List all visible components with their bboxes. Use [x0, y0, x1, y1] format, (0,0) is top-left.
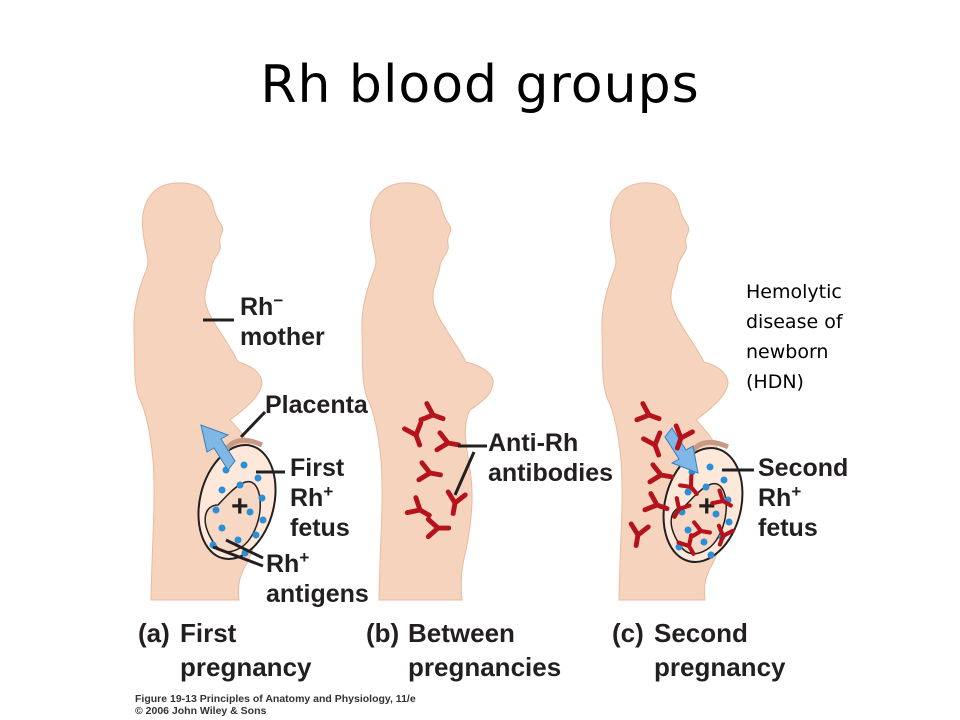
rh-plus-sign-a: + [231, 490, 249, 523]
leaders-a [203, 318, 285, 568]
panel-a: + Rh− mother Placenta First Rh+ fetus Rh… [133, 182, 369, 682]
second-fetus-label-2: Rh+ [758, 482, 801, 512]
caption-c-line1: Second [654, 618, 748, 648]
panel-c: + Hemolytic [601, 182, 848, 682]
hdn-line-2: disease of [746, 311, 844, 333]
antigen-arrow-a [200, 424, 236, 471]
figure-credit-line2: © 2006 John Wiley & Sons [135, 705, 267, 717]
caption-b-line1: Between [408, 618, 515, 648]
rh-antigens-label-2: antigens [266, 580, 369, 608]
fetus-a [204, 480, 262, 553]
hdn-line-1: Hemolytic [746, 281, 842, 303]
hdn-line-3: newborn [746, 341, 828, 363]
first-fetus-label-3: fetus [290, 514, 350, 542]
rh-antigens-label-1: Rh+ [266, 548, 309, 578]
caption-a-letter: (a) [138, 618, 170, 648]
antibody-arrow-c [664, 427, 699, 474]
caption-c-letter: (c) [612, 618, 644, 648]
hdn-line-4: (HDN) [746, 371, 804, 393]
placenta-label: Placenta [265, 391, 369, 419]
rh-plus-sign-c: + [698, 490, 716, 523]
caption-b-letter: (b) [366, 618, 399, 648]
leaders-b [453, 444, 487, 496]
placenta-a [223, 437, 264, 452]
caption-a-line1: First [180, 618, 237, 648]
caption-a-line2: pregnancy [180, 652, 312, 682]
antigen-dots-a [209, 461, 267, 557]
second-fetus-label-3: fetus [758, 514, 818, 542]
mother-silhouette-b [361, 182, 494, 601]
anti-rh-label-1: Anti-Rh [488, 429, 578, 457]
panel-b: Anti-Rh antibodies (b) Between pregnanci… [361, 182, 613, 682]
first-fetus-label-2: Rh+ [290, 482, 333, 512]
slide-title: Rh blood groups [260, 55, 700, 115]
first-fetus-label-1: First [290, 454, 345, 482]
anti-rh-label-2: antibodies [488, 459, 613, 487]
rh-mother-label-2: mother [240, 323, 325, 351]
rh-mother-label: Rh− [240, 291, 283, 321]
figure-credit-line1: Figure 19-13 Principles of Anatomy and P… [135, 693, 416, 705]
second-fetus-label-1: Second [758, 454, 848, 482]
caption-b-line2: pregnancies [408, 652, 561, 682]
caption-c-line2: pregnancy [654, 652, 786, 682]
